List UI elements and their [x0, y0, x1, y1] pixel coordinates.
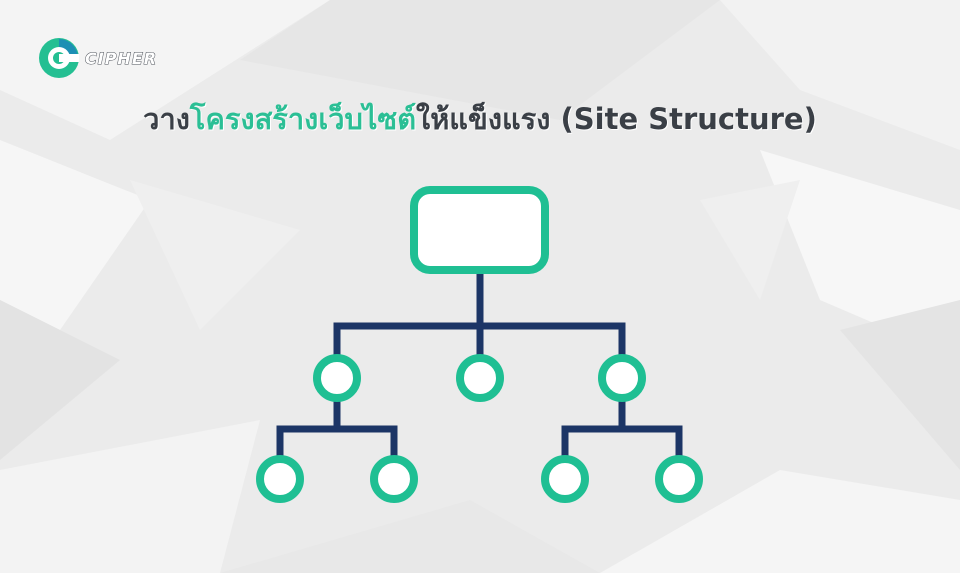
level1-node-left — [313, 354, 361, 402]
title-part-2: ให้แข็งแรง (Site Structure) — [416, 102, 817, 136]
diagram-nodes — [256, 186, 703, 503]
diagram-connectors — [276, 266, 683, 460]
level1-node-right — [598, 354, 646, 402]
leaf-node-1 — [256, 455, 304, 503]
cipher-logo-icon — [39, 38, 79, 78]
title-part-1: วาง — [143, 102, 190, 136]
brand-logo: CIPHER — [38, 37, 157, 79]
title-highlight: โครงสร้างเว็บไซต์ — [189, 102, 417, 136]
root-node — [410, 186, 549, 274]
leaf-node-3 — [541, 455, 589, 503]
leaf-node-4 — [655, 455, 703, 503]
level1-node-middle — [456, 354, 504, 402]
leaf-node-2 — [370, 455, 418, 503]
brand-name: CIPHER — [84, 48, 158, 68]
page-title: วางโครงสร้างเว็บไซต์ให้แข็งแรง (Site Str… — [0, 95, 960, 143]
